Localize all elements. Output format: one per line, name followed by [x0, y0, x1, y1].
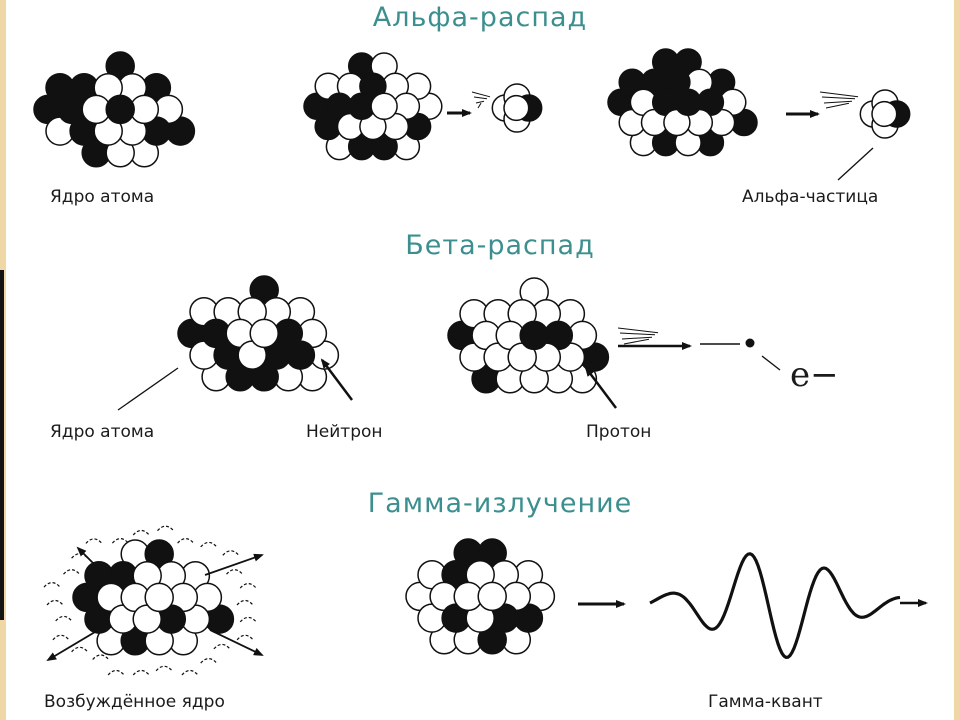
speed-line — [617, 327, 659, 334]
electron-dot — [745, 338, 755, 348]
neutron-label: Нейтрон — [306, 422, 383, 442]
vibration-arc — [177, 538, 195, 544]
vibration-arc — [52, 634, 70, 641]
vibration-arc — [71, 646, 89, 653]
speed-line — [473, 96, 488, 100]
alpha-speed-lines-2 — [819, 91, 859, 109]
electron-speed-lines — [617, 327, 659, 345]
speed-line — [619, 332, 656, 336]
speed-line — [621, 336, 653, 340]
alpha-decay-title: Альфа-распад — [372, 2, 588, 33]
vibration-arc — [200, 541, 218, 548]
neutron-pointer — [320, 358, 353, 401]
beta-decay-group — [117, 275, 781, 411]
speed-line — [623, 338, 650, 345]
left-frame-dark-strip — [0, 270, 4, 620]
gamma-decay-title: Гамма-излучение — [367, 488, 633, 519]
gamma-wave — [649, 552, 901, 660]
alpha-decay-group — [33, 48, 911, 181]
beta-nucleus-leader — [117, 367, 179, 411]
vibration-arc — [181, 669, 199, 676]
beta-decay-title: Бета-распад — [405, 230, 595, 261]
speed-line — [819, 91, 859, 98]
gamma-quantum-label: Гамма-квант — [708, 692, 823, 712]
excited-arrow-se — [209, 629, 264, 656]
excited-nucleus-halo — [43, 525, 257, 676]
beta-nucleus-2 — [447, 277, 610, 394]
alpha-nucleus-1 — [33, 51, 196, 168]
vibration-arc — [63, 569, 80, 575]
speed-line — [821, 96, 856, 100]
speed-line — [475, 100, 485, 104]
vibration-arc — [157, 525, 174, 532]
proton-ball — [370, 92, 398, 121]
vibration-arc — [132, 669, 150, 676]
proton-ball — [249, 318, 279, 349]
proton-pointer — [584, 366, 617, 409]
right-frame-strip — [954, 0, 960, 720]
vibration-arc — [200, 658, 218, 664]
left-frame-strip — [0, 0, 6, 720]
excited-nucleus-label: Возбуждённое ядро — [44, 692, 225, 712]
proton-ball — [503, 94, 530, 122]
proton-label: Протон — [586, 422, 652, 442]
neutron-ball — [519, 320, 549, 351]
excited-arrow-ne — [204, 553, 264, 576]
alpha-particle-1 — [491, 83, 543, 133]
excited-nucleus — [72, 539, 235, 656]
neutron-ball — [105, 94, 135, 125]
electron-label: e− — [790, 355, 839, 395]
vibration-arc — [92, 654, 110, 660]
alpha-nucleus-3 — [607, 48, 758, 157]
alpha-particle-2 — [859, 89, 911, 139]
vibration-arc — [236, 599, 254, 606]
alpha-particle-label: Альфа-частица — [742, 187, 879, 207]
vibration-arc — [236, 634, 254, 641]
speed-line — [825, 102, 850, 109]
beta-nucleus-label: Ядро атома — [50, 422, 155, 442]
beta-nucleus-1 — [177, 275, 340, 392]
gamma-nucleus — [405, 538, 556, 655]
electron-leader — [761, 355, 781, 371]
vibration-arc — [107, 669, 125, 676]
vibration-arc — [213, 643, 231, 650]
vibration-arc — [46, 599, 64, 606]
vibration-arc — [85, 538, 103, 544]
vibration-arc — [226, 569, 243, 575]
proton-ball — [477, 581, 507, 612]
excited-arrow-sw — [46, 631, 96, 662]
vibration-arc — [239, 616, 257, 623]
vibration-arc — [111, 538, 129, 544]
gamma-decay-group — [43, 525, 928, 676]
alpha-speed-lines-1 — [471, 91, 491, 109]
proton-ball — [144, 582, 174, 613]
vibration-arc — [132, 529, 150, 536]
speed-line — [823, 100, 853, 104]
alpha-nucleus-2 — [303, 52, 443, 161]
vibration-arc — [55, 615, 73, 622]
alpha-nucleus-label: Ядро атома — [50, 187, 155, 207]
alpha-particle-leader — [837, 147, 874, 181]
proton-ball — [871, 100, 898, 128]
speed-line — [477, 102, 482, 109]
speed-line — [471, 91, 491, 98]
neutron-ball — [674, 88, 702, 117]
excited-arrow-nw — [76, 546, 111, 581]
vibration-arc — [155, 665, 173, 672]
vibration-arc — [239, 583, 257, 589]
vibration-arc — [43, 582, 61, 588]
vibration-arc — [222, 550, 240, 556]
